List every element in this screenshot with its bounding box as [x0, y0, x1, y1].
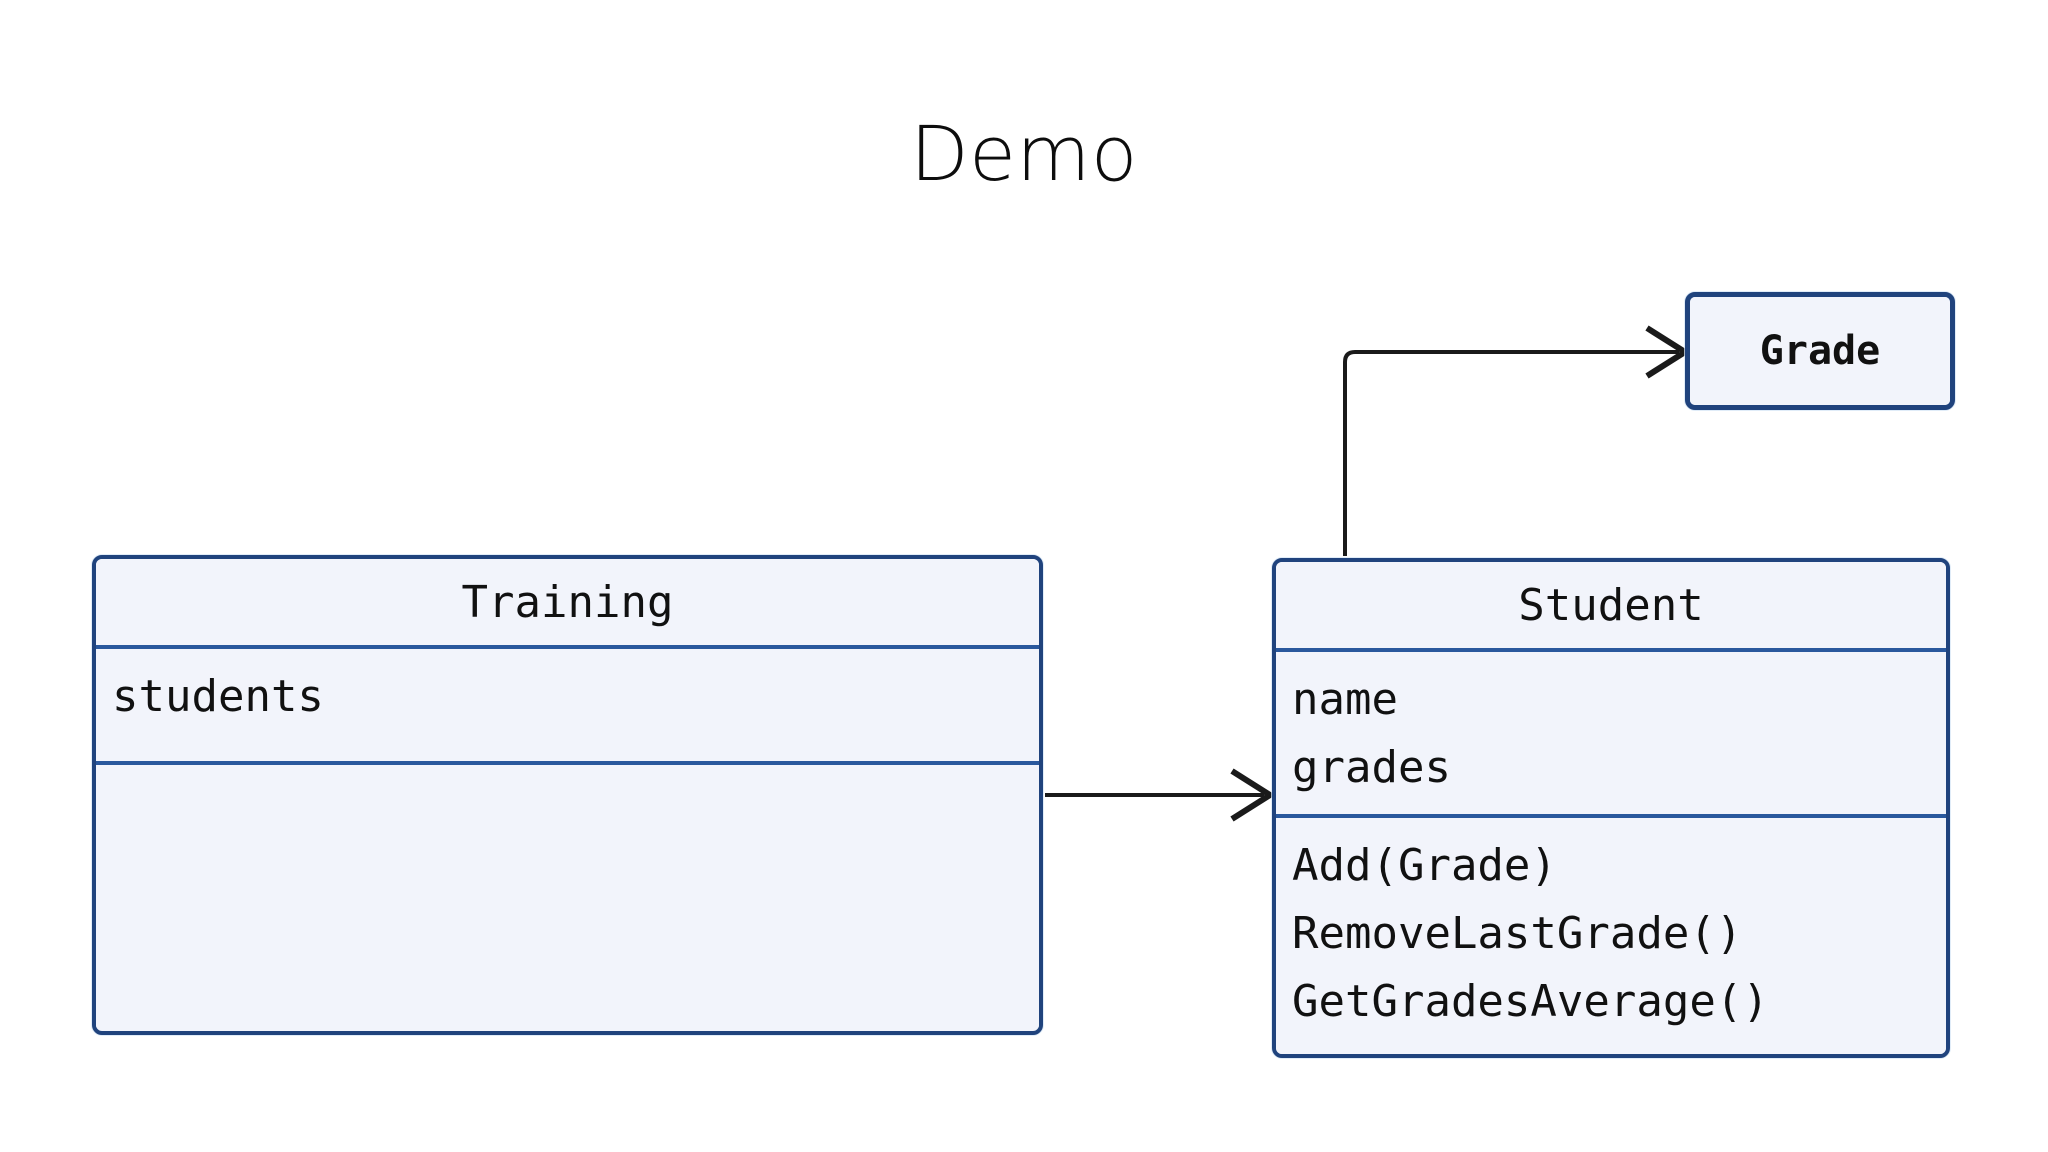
connector-line	[1343, 350, 1679, 556]
class-name-grade: Grade	[1690, 297, 1950, 405]
connector-training-to-student	[1045, 768, 1276, 822]
class-operations-training	[96, 761, 1039, 1027]
arrowhead-open	[1230, 768, 1276, 822]
attribute-item: name	[1292, 674, 1398, 725]
class-operations-student: Add(Grade) RemoveLastGrade() GetGradesAv…	[1276, 814, 1946, 1054]
attribute-item: grades	[1292, 742, 1451, 793]
class-attributes-student: name grades	[1276, 648, 1946, 814]
connector-student-to-grade	[1343, 325, 1691, 556]
uml-class-grade[interactable]: Grade	[1685, 292, 1955, 410]
uml-class-student[interactable]: Student name grades Add(Grade) RemoveLas…	[1272, 558, 1950, 1058]
arrowhead-open	[1645, 325, 1691, 379]
page-title: Demo	[910, 109, 1138, 198]
class-name-student: Student	[1276, 562, 1946, 648]
class-attributes-training: students	[96, 645, 1039, 761]
operation-item: GetGradesAverage()	[1292, 976, 1769, 1027]
attribute-item: students	[112, 671, 324, 722]
operation-item: RemoveLastGrade()	[1292, 908, 1743, 959]
uml-class-training[interactable]: Training students	[92, 555, 1043, 1035]
class-name-training: Training	[96, 559, 1039, 645]
operation-item: Add(Grade)	[1292, 840, 1557, 891]
